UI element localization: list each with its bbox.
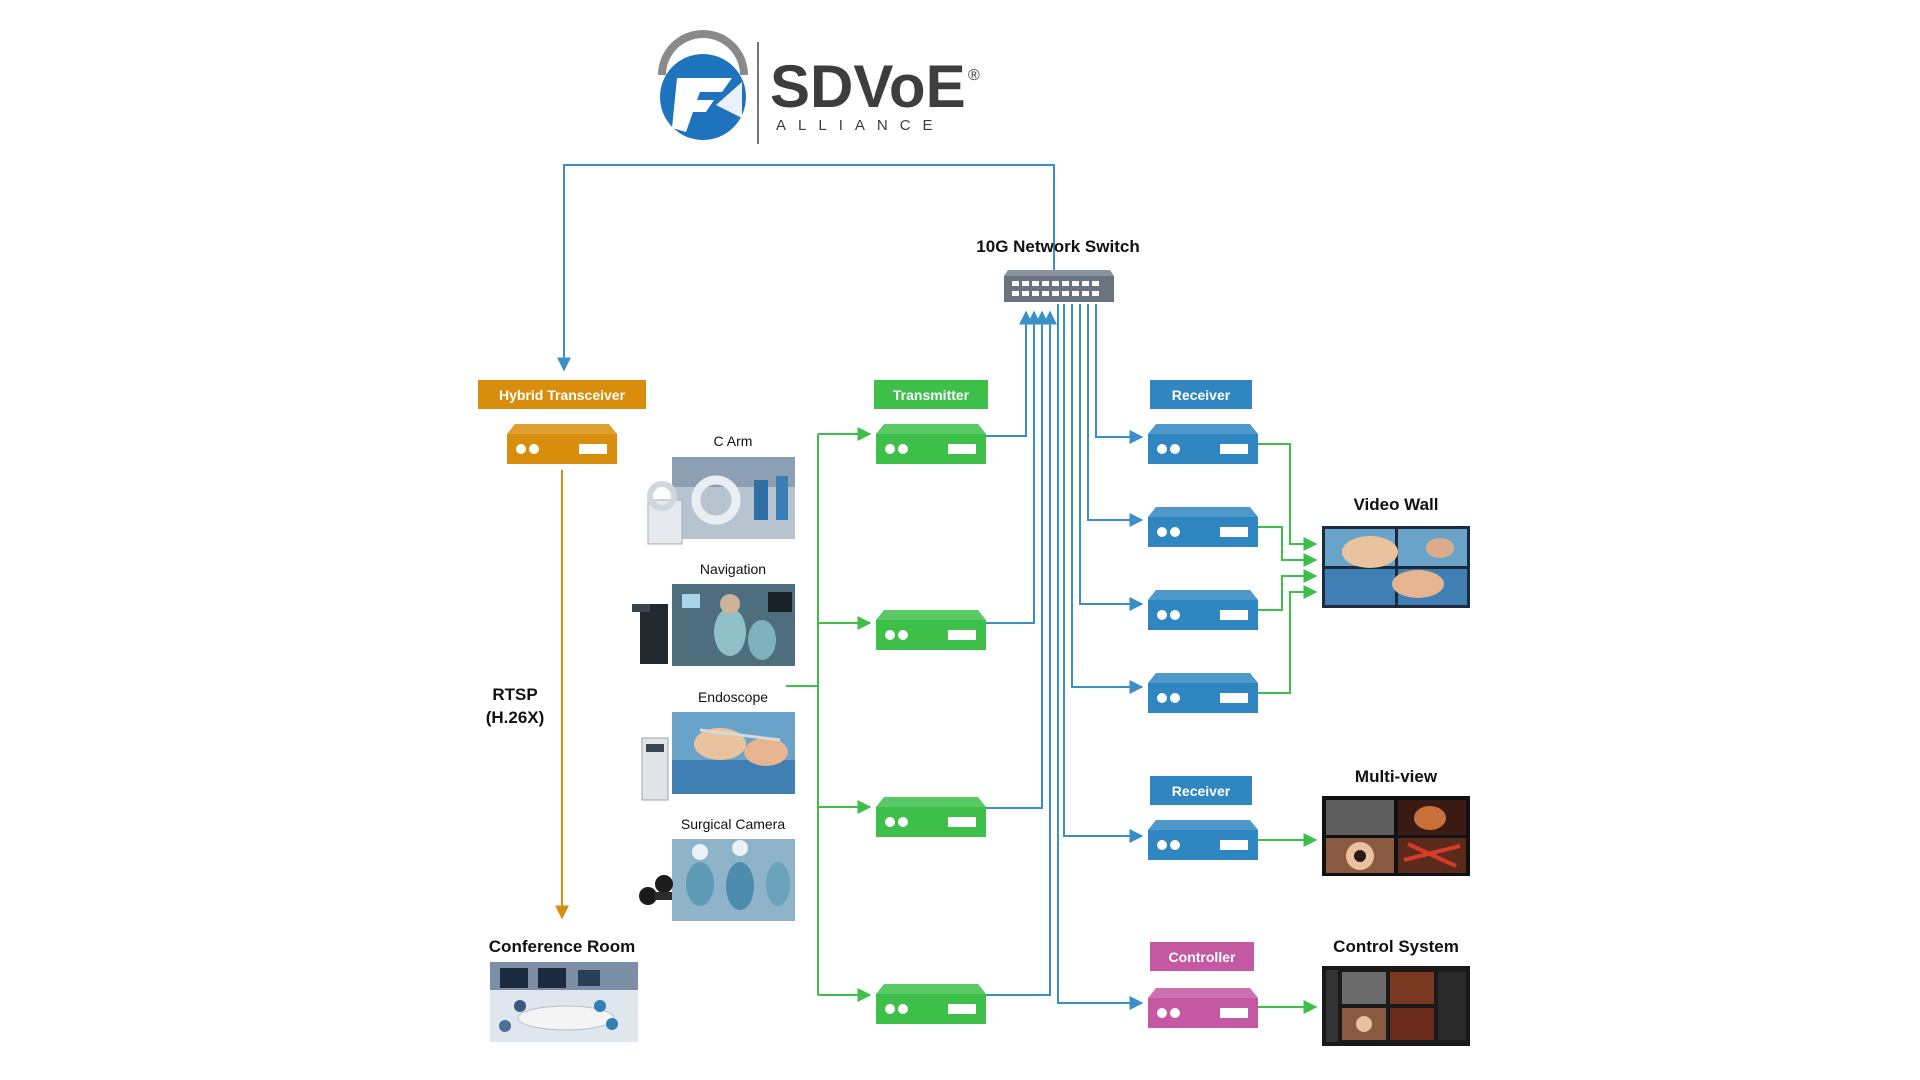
conference-room-label: Conference Room [489,937,635,956]
receiver-label-badge [1150,380,1252,409]
conference-room-photo [490,962,638,1042]
downlinks-from-switch [1057,304,1144,1010]
transmitter-label-badge [874,380,988,409]
switch-label: 10G Network Switch [976,237,1139,256]
receiver-group-multiview: Receiver [1148,776,1258,860]
controller-label: Controller [1169,949,1236,965]
receiver-device-icon [1148,673,1258,713]
transmitter-device-icon [876,797,986,837]
multi-view-label: Multi-view [1355,767,1438,786]
controller-label-badge [1150,942,1254,971]
multi-view: Multi-view [1322,767,1470,876]
rtsp-codec-label: (H.26X) [486,708,545,727]
navigation-photo [632,584,795,666]
surgical-camera-photo [639,839,795,921]
receiver-device-icon [1148,507,1258,547]
logo-wordmark: SDVoE [770,53,966,120]
endoscope-photo [641,712,795,801]
receiver-group-video-wall: Receiver [1148,380,1258,713]
transmitter-device-icon [876,984,986,1024]
control-system-label: Control System [1333,937,1459,956]
controller-group: Controller [1148,942,1258,1028]
output-links [1258,443,1318,1014]
receiver-label-2: Receiver [1172,783,1231,799]
hybrid-label: Hybrid Transceiver [499,387,626,403]
source-label-navigation: Navigation [700,561,766,577]
uplinks-to-switch [986,310,1057,996]
transmitter-device-icon [876,610,986,650]
video-wall: Video Wall [1322,495,1470,608]
hybrid-device-icon [507,424,617,464]
receiver-device-icon [1148,590,1258,630]
sdvoe-logo: SDVoE ® ALLIANCE [658,30,980,144]
logo-registered: ® [968,67,980,84]
source-surgical-camera: Surgical Camera [639,816,795,921]
source-navigation: Navigation [632,561,795,666]
receiver-device-icon [1148,424,1258,464]
control-system: Control System [1322,937,1470,1046]
network-switch-icon [1004,270,1114,302]
hybrid-transceiver: Hybrid Transceiver [478,380,646,464]
source-endoscope: Endoscope [641,689,795,801]
receiver-label: Receiver [1172,387,1231,403]
receiver-label-badge-2 [1150,776,1252,805]
control-system-screen [1322,966,1470,1046]
controller-device-icon [1148,988,1258,1028]
logo-subtitle: ALLIANCE [776,117,945,134]
source-label-c-arm: C Arm [714,433,753,449]
transmitter-group: Transmitter [874,380,988,1024]
multi-view-screen [1322,796,1470,876]
link-switch-to-hybrid [557,164,1055,372]
source-label-endoscope: Endoscope [698,689,768,705]
sdvoe-emblem-icon [658,30,748,140]
rtsp-label: RTSP [492,685,537,704]
source-label-surgical-camera: Surgical Camera [681,816,785,832]
source-bus [786,427,872,1002]
source-c-arm: C Arm [647,433,795,545]
video-wall-label: Video Wall [1353,495,1438,514]
conference-room: Conference Room [489,937,638,1042]
c-arm-photo [647,457,795,545]
hybrid-label-badge [478,380,646,409]
transmitter-device-icon [876,424,986,464]
receiver-device-icon [1148,820,1258,860]
transmitter-label: Transmitter [893,387,970,403]
video-wall-screen [1322,526,1470,608]
